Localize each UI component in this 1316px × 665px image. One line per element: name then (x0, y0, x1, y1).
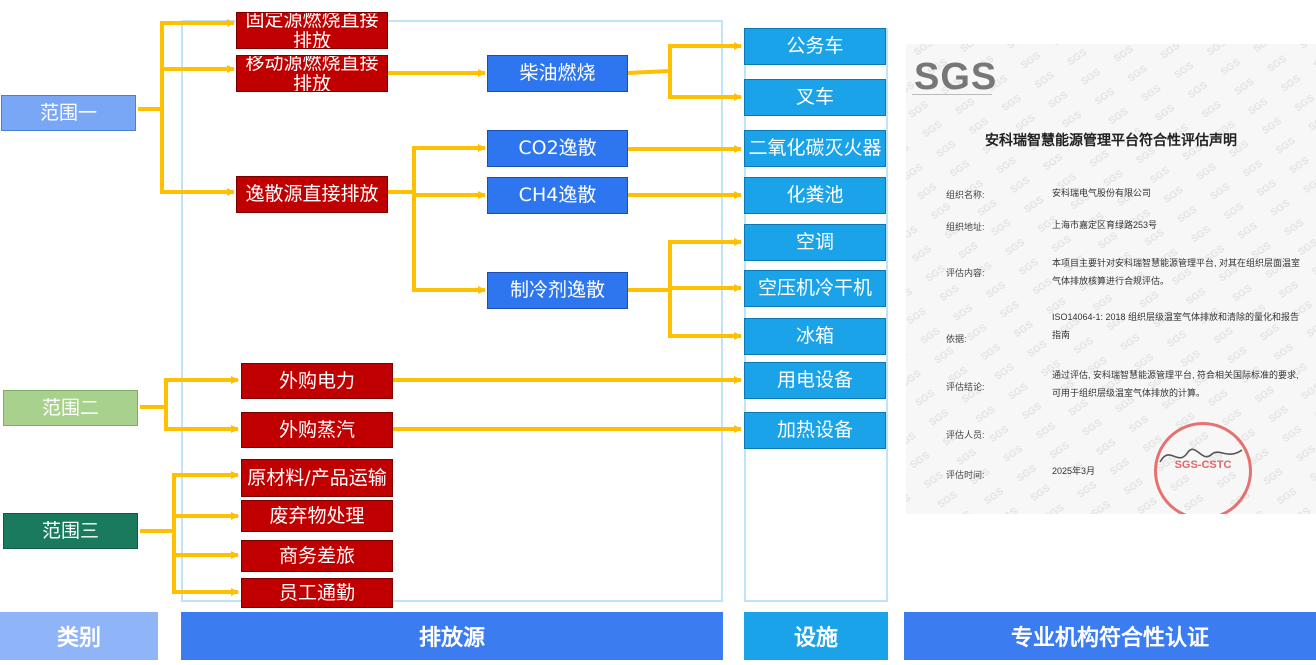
assessor-label: 评估人员: (946, 430, 985, 440)
facility-forklift: 叉车 (744, 79, 886, 116)
org-name-label: 组织名称: (946, 190, 985, 200)
source-diesel: 柴油燃烧 (487, 55, 628, 92)
source-material-transport: 原材料/产品运输 (241, 459, 393, 497)
facility-official-car: 公务车 (744, 28, 886, 65)
org-addr-value: 上海市嘉定区育绿路253号 (1052, 220, 1158, 230)
facility-air-conditioner: 空调 (744, 224, 886, 261)
seal-text: SGS-CSTC (1174, 459, 1232, 471)
sgs-logo: SGS (914, 56, 998, 98)
basis-label: 依据: (946, 334, 967, 344)
footer-cert: 专业机构符合性认证 (904, 612, 1316, 660)
sgs-watermark: SGS (906, 44, 1316, 514)
conclusion-value: 通过评估, 安科瑞智慧能源管理平台, 符合相关国际标准的要求, 可用于组织层级温… (1052, 370, 1299, 398)
date-label: 评估时间: (946, 470, 985, 480)
source-purchased-power: 外购电力 (241, 363, 393, 399)
sgs-certificate: SGS SGS 安科瑞智慧能源管理平台符合性评估声明 组织名称: 安科瑞电气股份… (906, 44, 1316, 514)
scope-3: 范围三 (3, 513, 138, 549)
source-co2-fugitive: CO2逸散 (487, 130, 628, 167)
scope-1: 范围一 (1, 95, 136, 131)
source-waste: 废弃物处理 (241, 500, 393, 532)
footer-facility: 设施 (744, 612, 888, 660)
scope-2: 范围二 (3, 390, 138, 426)
facility-heating-equipment: 加热设备 (744, 412, 886, 449)
basis-value: ISO14064-1: 2018 组织层级温室气体排放和清除的量化和报告指南 (1052, 312, 1300, 340)
certificate-title: 安科瑞智慧能源管理平台符合性评估声明 (985, 132, 1237, 148)
source-refrigerant: 制冷剂逸散 (487, 272, 628, 309)
source-commute: 员工通勤 (241, 578, 393, 608)
source-fugitive: 逸散源直接排放 (236, 176, 388, 213)
footer-category: 类别 (0, 612, 158, 660)
facility-air-dryer: 空压机冷干机 (744, 270, 886, 307)
source-ch4-fugitive: CH4逸散 (487, 177, 628, 214)
facility-fridge: 冰箱 (744, 318, 886, 355)
source-mobile-combustion: 移动源燃烧直接排放 (236, 55, 388, 92)
org-addr-label: 组织地址: (946, 222, 985, 232)
facility-power-equipment: 用电设备 (744, 362, 886, 399)
org-name-value: 安科瑞电气股份有限公司 (1052, 188, 1152, 198)
footer-source: 排放源 (181, 612, 723, 660)
conclusion-label: 评估结论: (946, 382, 985, 392)
source-business-travel: 商务差旅 (241, 540, 393, 572)
source-panel (181, 20, 723, 602)
facility-septic-tank: 化粪池 (744, 177, 886, 214)
content-label: 评估内容: (946, 268, 985, 278)
source-purchased-steam: 外购蒸汽 (241, 412, 393, 448)
date-value: 2025年3月 (1052, 466, 1096, 476)
facility-co2-extinguisher: 二氧化碳灭火器 (744, 130, 886, 167)
company-seal: SGS-CSTC (1154, 422, 1252, 514)
source-fixed-combustion: 固定源燃烧直接排放 (236, 12, 388, 49)
content-value: 本项目主要针对安科瑞智慧能源管理平台, 对其在组织层面温室气体排放核算进行合规评… (1052, 258, 1301, 286)
